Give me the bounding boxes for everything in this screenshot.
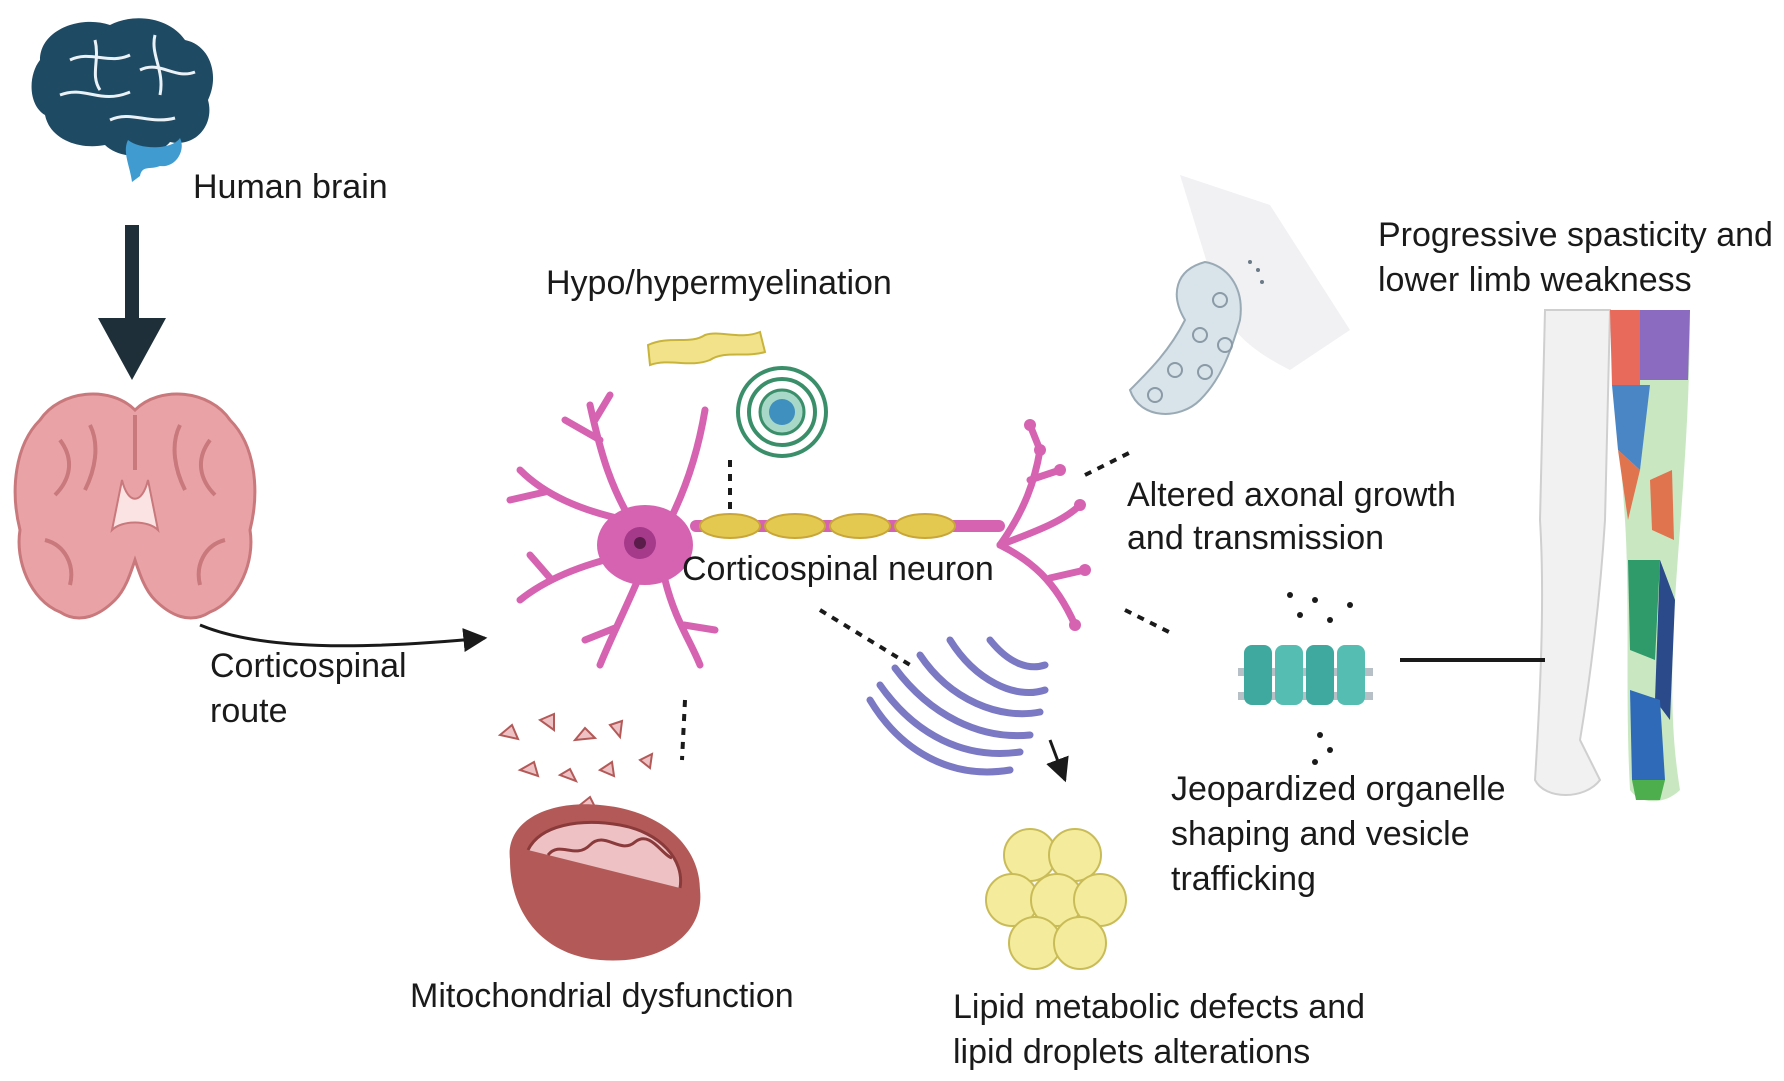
mitochondrion-icon [497,712,701,961]
label-hypo-hypermyelination: Hypo/hypermyelination [546,264,892,302]
label-jeopardized-1: Jeopardized organelle [1171,770,1506,808]
brain-icon [31,18,214,182]
ion-channel-icon [1238,592,1373,765]
myelin-sheath-icon [646,330,828,458]
label-lipid-2: lipid droplets alterations [953,1033,1311,1071]
er-to-lipid-arrow [1046,739,1069,783]
label-corticospinal-route-1: Corticospinal [210,647,407,685]
label-progressive-1: Progressive spasticity and [1378,216,1773,254]
label-progressive-2: lower limb weakness [1378,261,1692,299]
label-altered-axonal-1: Altered axonal growth [1127,476,1456,514]
label-human-brain: Human brain [193,168,388,206]
label-altered-axonal-2: and transmission [1127,519,1385,557]
corticospinal-route-arrow [199,623,488,653]
label-jeopardized-2: shaping and vesicle [1171,815,1470,853]
label-jeopardized-3: trafficking [1171,860,1316,898]
endoplasmic-reticulum-icon [866,636,1049,776]
lipid-droplets-icon [985,828,1127,970]
down-arrow-icon [98,225,166,380]
brain-coronal-section-icon [13,392,257,620]
synapse-terminal-icon [1128,175,1350,415]
label-mitochondrial: Mitochondrial dysfunction [410,977,794,1015]
legs-icon [1533,309,1690,802]
label-corticospinal-route-2: route [210,692,288,730]
dotted-connectors [680,448,1176,761]
label-corticospinal-neuron: Corticospinal neuron [682,550,994,588]
label-lipid-1: Lipid metabolic defects and [953,988,1366,1026]
neuron-icon [506,391,1091,669]
